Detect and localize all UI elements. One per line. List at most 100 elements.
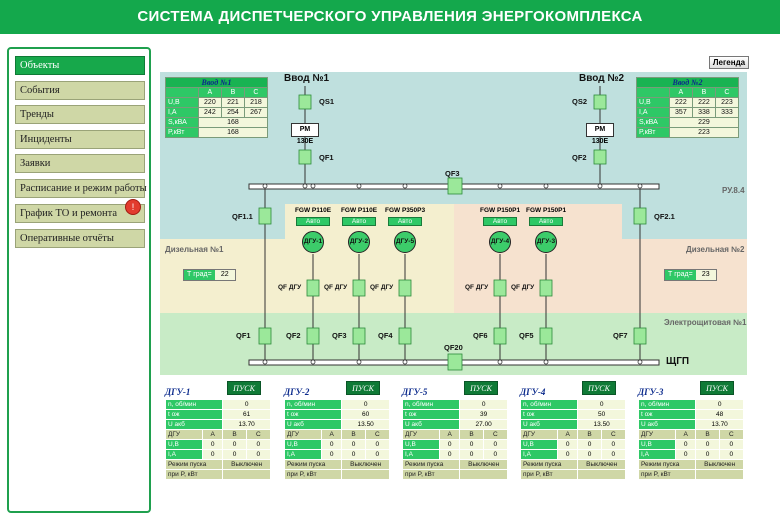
uakb-value: 13.70	[222, 419, 271, 430]
rpm-label: n, об/мин	[164, 399, 224, 410]
icg-value: 39	[459, 409, 508, 420]
value: 0	[577, 439, 602, 450]
icg-value: 48	[695, 409, 744, 420]
value: 0	[482, 449, 509, 460]
icg-label: t ож	[401, 409, 461, 420]
gen5-icon[interactable]: ДГУ-5	[394, 231, 416, 253]
value: 333	[714, 107, 740, 118]
col-b: B	[220, 87, 245, 98]
sidebar-item-events[interactable]: События	[15, 81, 145, 100]
panel-title: ДГУ-5	[402, 387, 428, 397]
rpm-value: 0	[341, 399, 390, 410]
rpm-label: n, об/мин	[401, 399, 461, 410]
rpm-label: n, об/мин	[283, 399, 343, 410]
rpm-label: n, об/мин	[637, 399, 697, 410]
qf-dgu5-label: QF ДГУ	[370, 284, 394, 291]
qf11-label: QF1.1	[232, 212, 253, 221]
temp-label: Т град=	[184, 270, 215, 280]
start-button[interactable]: ПУСК	[582, 381, 616, 395]
gen5-mode[interactable]: Авто	[388, 217, 422, 226]
gen4-icon[interactable]: ДГУ-4	[489, 231, 511, 253]
value: 267	[243, 107, 269, 118]
value: 0	[321, 449, 343, 460]
i-label: I,A	[401, 449, 441, 460]
legend-button[interactable]: Легенда	[709, 56, 749, 69]
value: 0	[364, 439, 391, 450]
col-a: A	[197, 87, 222, 98]
value: 338	[691, 107, 716, 118]
col-a: A	[321, 429, 343, 440]
gen4-type: FGW P150P1	[480, 207, 521, 214]
dgu-label: ДГУ	[401, 429, 441, 440]
temp-value: 23	[695, 270, 716, 280]
start-button[interactable]: ПУСК	[227, 381, 261, 395]
col-c: C	[482, 429, 509, 440]
gen2-icon[interactable]: ДГУ-2	[348, 231, 370, 253]
row-label: I,A	[636, 107, 670, 118]
value: 0	[718, 439, 745, 450]
qf21-label: QF2.1	[654, 212, 675, 221]
col-c: C	[364, 429, 391, 440]
col-c: C	[245, 429, 272, 440]
temp-diesel2: Т град= 23	[664, 269, 717, 281]
uakb-value: 13.50	[577, 419, 626, 430]
sidebar-item-trends[interactable]: Тренды	[15, 105, 145, 124]
col-b: B	[691, 87, 716, 98]
mode-value: Выключен	[341, 459, 390, 470]
col-a: A	[668, 87, 693, 98]
qf-dgu4-label: QF ДГУ	[465, 284, 489, 291]
qf-dgu1-label: QF ДГУ	[278, 284, 302, 291]
qf-dgu3-label: QF ДГУ	[511, 284, 535, 291]
sidebar-item-maintenance[interactable]: График ТО и ремонта !	[15, 199, 145, 223]
sidebar-item-requests[interactable]: Заявки	[15, 154, 145, 173]
mode-label: Режим пуска	[164, 459, 224, 470]
pload-value	[695, 469, 744, 480]
gen1-mode[interactable]: Авто	[296, 217, 330, 226]
sidebar-item-reports[interactable]: Оперативные отчёты	[15, 229, 145, 248]
alert-badge-icon: !	[125, 199, 141, 215]
gen2-mode[interactable]: Авто	[342, 217, 376, 226]
pload-label: при P, кВт	[164, 469, 224, 480]
row-label: S,кВА	[636, 117, 670, 128]
meter-rm2[interactable]: РМ 130Е	[586, 123, 614, 145]
gen3-mode[interactable]: Авто	[529, 217, 563, 226]
feed1-table-title: Ввод №1	[165, 77, 268, 88]
zone-label-ru: РУ.8.4	[722, 186, 745, 195]
value: 0	[675, 449, 697, 460]
value: 254	[220, 107, 245, 118]
temp-value: 22	[214, 270, 235, 280]
col-a: A	[439, 429, 461, 440]
feed2-title: Ввод №2	[579, 73, 625, 84]
sidebar-item-label: График ТО и ремонта	[20, 208, 117, 219]
sidebar-item-objects[interactable]: Объекты	[15, 56, 145, 75]
zone-label-diesel2: Дизельная №2	[686, 245, 745, 254]
value: 0	[321, 439, 343, 450]
col-c: C	[718, 429, 745, 440]
gen1-type: FGW P110E	[294, 207, 332, 214]
page-title: СИСТЕМА ДИСПЕТЧЕРСКОГО УПРАВЛЕНИЯ ЭНЕРГО…	[0, 0, 780, 34]
gen3-icon[interactable]: ДГУ-3	[535, 231, 557, 253]
row-label: P,кВт	[165, 127, 199, 138]
col-c: C	[243, 87, 269, 98]
start-button[interactable]: ПУСК	[700, 381, 734, 395]
gen1-icon[interactable]: ДГУ-1	[302, 231, 324, 253]
col-b: B	[577, 429, 602, 440]
sidebar-item-incidents[interactable]: Инциденты	[15, 130, 145, 149]
value: 223	[714, 97, 740, 108]
sidebar-item-schedule[interactable]: Расписание и режим работы	[15, 179, 147, 198]
start-button[interactable]: ПУСК	[464, 381, 498, 395]
row-label: U,B	[636, 97, 670, 108]
gen4-mode[interactable]: Авто	[483, 217, 517, 226]
uakb-value: 13.50	[341, 419, 390, 430]
rpm-value: 0	[459, 399, 508, 410]
pload-value	[222, 469, 271, 480]
uakb-label: U акб	[283, 419, 343, 430]
col-c: C	[714, 87, 740, 98]
meter-rm1[interactable]: РМ 130Е	[291, 123, 319, 145]
start-button[interactable]: ПУСК	[346, 381, 380, 395]
value: 0	[245, 449, 272, 460]
